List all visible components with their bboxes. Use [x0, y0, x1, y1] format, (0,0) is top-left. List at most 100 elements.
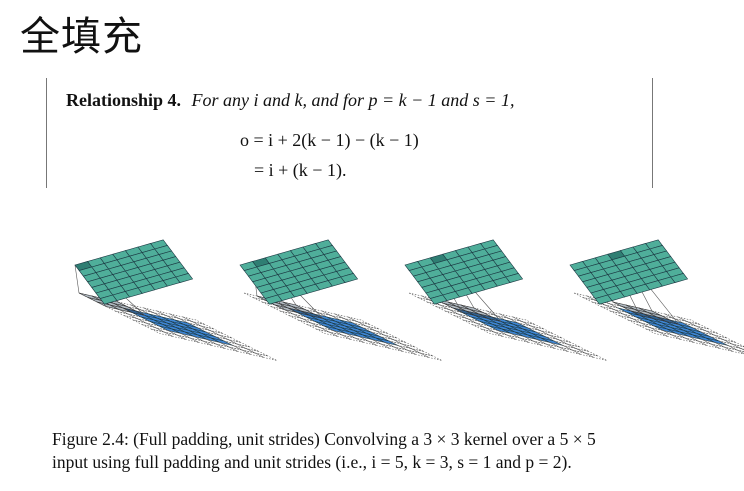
padding-cell	[397, 345, 421, 354]
padding-cell	[165, 315, 189, 324]
padding-cell	[709, 336, 733, 345]
padding-cell	[141, 324, 165, 333]
padding-cell	[232, 345, 256, 354]
padding-cell	[622, 313, 646, 322]
padding-cell	[370, 331, 394, 340]
padding-cell	[388, 340, 412, 349]
padding-cell	[523, 336, 547, 345]
padding-cell	[704, 330, 728, 339]
padding-cell	[317, 312, 341, 321]
padding-cell	[544, 336, 568, 345]
padding-cell	[688, 336, 712, 345]
padding-cell	[105, 306, 129, 315]
kernel-cell	[122, 307, 146, 316]
padding-cell	[549, 342, 573, 351]
input-cell	[540, 337, 564, 346]
padding-cell	[292, 313, 316, 322]
padding-cell	[684, 337, 708, 346]
padding-cell	[448, 309, 472, 318]
equation-line-2: = i + (k − 1).	[254, 160, 347, 180]
padding-cell	[352, 322, 376, 331]
padding-cell	[664, 313, 688, 322]
padding-cell	[566, 343, 590, 352]
padding-cell	[180, 333, 204, 342]
right-margin-rule	[652, 78, 653, 188]
padding-cell	[365, 325, 389, 334]
padding-cell	[493, 331, 517, 340]
convolution-panel	[404, 239, 608, 361]
padding-cell	[439, 304, 463, 313]
padding-cell	[562, 345, 586, 354]
padding-cell	[512, 316, 536, 325]
padding-cell	[457, 313, 481, 322]
padding-cell	[328, 331, 352, 340]
padding-cell	[358, 336, 382, 345]
padding-cell	[627, 319, 651, 328]
padding-cell	[710, 343, 734, 352]
padding-cell	[330, 315, 354, 324]
padding-cell	[193, 336, 217, 345]
padding-cell	[236, 343, 260, 352]
padding-cell	[645, 328, 669, 337]
padding-cell	[143, 307, 167, 316]
padding-cell	[673, 318, 697, 327]
padding-cell	[118, 309, 142, 318]
output-cell	[670, 273, 689, 283]
padding-cell	[480, 328, 504, 337]
padding-cell	[571, 349, 595, 358]
padding-cell	[379, 336, 403, 345]
padding-cell	[156, 310, 180, 319]
padding-cell	[701, 339, 725, 348]
padding-cell	[484, 327, 508, 336]
padding-cell	[444, 310, 468, 319]
padding-cell	[419, 352, 443, 361]
padding-cell	[736, 349, 744, 354]
projection-line	[74, 264, 80, 294]
padding-cell	[223, 340, 247, 349]
output-cell	[340, 273, 359, 283]
padding-cell	[306, 324, 330, 333]
padding-cell	[600, 306, 624, 315]
padding-cell	[205, 331, 229, 340]
padding-cell	[127, 313, 151, 322]
kernel-cell	[612, 301, 636, 310]
padding-cell	[539, 330, 563, 339]
padding-cell	[114, 310, 138, 319]
padding-cell	[136, 318, 160, 327]
padding-cell	[392, 339, 416, 348]
padding-cell	[279, 310, 303, 319]
padding-cell	[519, 337, 543, 346]
padding-cell	[154, 327, 178, 336]
caption-line-2: input using full padding and unit stride…	[52, 452, 572, 472]
padding-cell	[383, 334, 407, 343]
padding-cell	[426, 301, 450, 310]
padding-cell	[367, 340, 391, 349]
padding-cell	[713, 334, 737, 343]
padding-cell	[714, 342, 738, 351]
padding-cell	[731, 343, 744, 350]
padding-cell	[499, 313, 523, 322]
padding-cell	[191, 321, 215, 330]
padding-cell	[631, 318, 655, 327]
padding-cell	[417, 297, 441, 306]
padding-cell	[393, 346, 417, 355]
padding-cell	[421, 295, 445, 304]
padding-cell	[261, 301, 285, 310]
padding-cell	[187, 322, 211, 331]
padding-cell	[640, 322, 664, 331]
padding-cell	[283, 309, 307, 318]
relationship-label: Relationship 4.	[66, 90, 182, 110]
padding-cell	[553, 340, 577, 349]
padding-cell	[536, 339, 560, 348]
padding-cell	[691, 327, 715, 336]
padding-cell	[618, 315, 642, 324]
padding-cell	[163, 331, 187, 340]
padding-cell	[545, 343, 569, 352]
equation-line-1: o = i + 2(k − 1) − (k − 1)	[240, 130, 419, 150]
padding-cell	[321, 310, 345, 319]
padding-cell	[200, 325, 224, 334]
page-heading: 全填充	[20, 14, 143, 60]
padding-cell	[152, 312, 176, 321]
padding-cell	[535, 331, 559, 340]
padding-cell	[686, 321, 710, 330]
